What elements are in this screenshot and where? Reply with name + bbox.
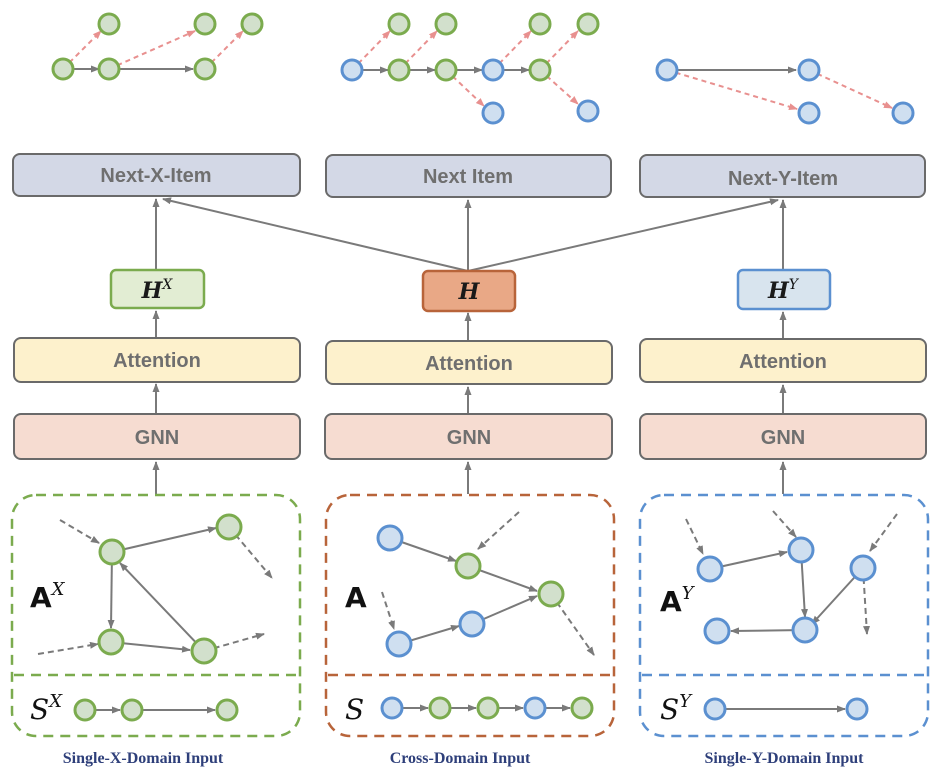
hidden-label-y: H [767, 278, 790, 304]
adjacency-graph-cross [376, 511, 595, 658]
sequence-graph-y [703, 697, 869, 721]
attention-label-y: Attention [739, 351, 827, 373]
prediction-box-y: Next-Y-Item [639, 154, 926, 198]
hidden-sup-x: X [161, 277, 173, 293]
adjacency-label-y: A [660, 585, 682, 618]
arrow-icon [162, 197, 469, 272]
hidden-state-x: HX [109, 268, 206, 310]
sequence-label-cross: S [345, 693, 364, 726]
adjacency-graph-y [685, 510, 898, 645]
input-panel-cross: A S [324, 493, 616, 738]
adjacency-label-x: A [30, 581, 52, 614]
gnn-label-x: GNN [135, 427, 179, 449]
sequence-label-x: S [30, 693, 49, 726]
gnn-box-x: GNN [13, 413, 301, 460]
prediction-label-cross: Next Item [423, 166, 513, 188]
sequence-graph-x [73, 698, 239, 722]
input-panel-x: AX SX [10, 493, 302, 738]
input-panel-y: AY SY [638, 493, 930, 738]
svg-text:SY: SY [660, 691, 693, 726]
caption-x: Single-X-Domain Input [63, 750, 224, 767]
sequence-graph-cross [380, 696, 594, 720]
sequence-label-y: S [660, 693, 679, 726]
sequence-sup-x: X [47, 691, 63, 712]
hidden-sup-y: Y [789, 277, 800, 293]
svg-text:SX: SX [30, 691, 63, 726]
gnn-box-cross: GNN [324, 413, 613, 460]
top-graph-y [655, 58, 915, 125]
attention-label-cross: Attention [425, 353, 513, 375]
prediction-box-cross: Next Item [325, 154, 612, 198]
top-graph-x [51, 12, 264, 81]
svg-text:AX: AX [30, 579, 66, 614]
adjacency-sup-y: Y [682, 583, 696, 604]
hidden-state-cross: H [421, 269, 517, 313]
hidden-state-y: HY [736, 268, 832, 311]
hidden-label-cross: H [458, 279, 481, 305]
flow-arrows [152, 197, 787, 494]
attention-box-x: Attention [13, 337, 301, 383]
top-graph-cross [340, 12, 600, 125]
prediction-label-x: Next-X-Item [100, 165, 211, 187]
prediction-label-y: Next-Y-Item [728, 168, 838, 190]
adjacency-sup-x: X [50, 579, 66, 600]
caption-y: Single-Y-Domain Input [704, 750, 864, 767]
gnn-label-cross: GNN [447, 427, 491, 449]
arrow-icon [467, 198, 779, 272]
adjacency-label-cross: A [345, 581, 367, 614]
hidden-label-x: H [141, 278, 164, 304]
caption-cross: Cross-Domain Input [390, 750, 531, 767]
gnn-box-y: GNN [639, 413, 927, 460]
attention-box-y: Attention [639, 338, 927, 383]
gnn-label-y: GNN [761, 427, 805, 449]
svg-text:HY: HY [767, 277, 800, 304]
sequence-sup-y: Y [679, 691, 693, 712]
prediction-box-x: Next-X-Item [12, 153, 301, 197]
attention-box-cross: Attention [325, 340, 613, 385]
svg-text:AY: AY [660, 583, 696, 618]
svg-text:HX: HX [141, 277, 174, 304]
adjacency-graph-x [37, 513, 273, 665]
attention-label-x: Attention [113, 350, 201, 372]
